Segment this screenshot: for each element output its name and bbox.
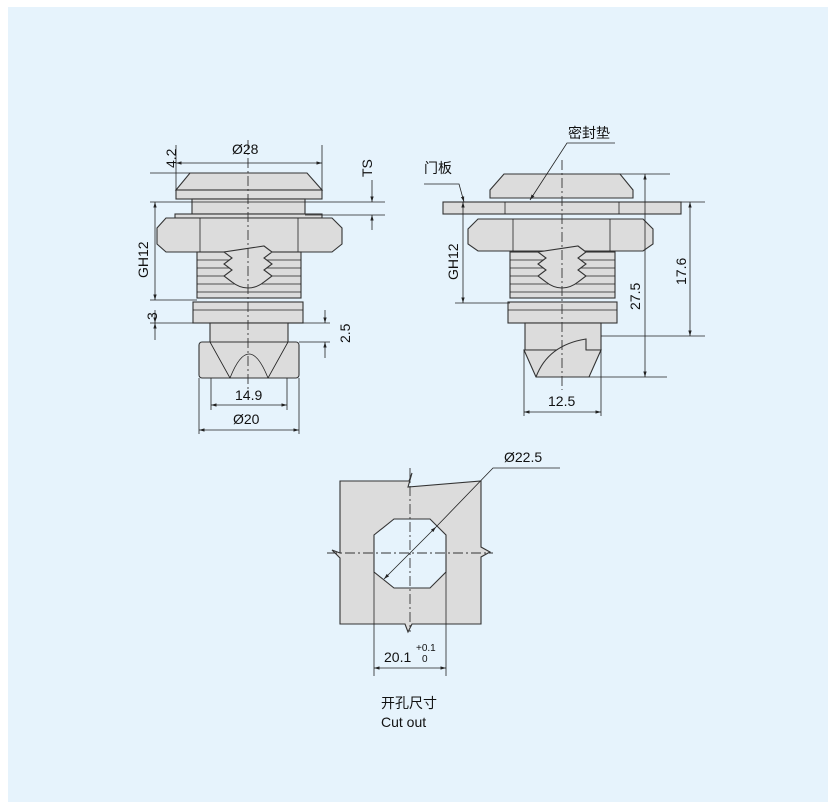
lock-front-view: Ø28 4.2 TS GH12 3 2.5 14.9 Ø20 <box>135 140 385 434</box>
dim-ts: TS <box>359 159 375 177</box>
dim-length: 17.6 <box>673 258 689 285</box>
dim-cap-height: 4.2 <box>163 148 179 168</box>
tolerance-lower: 0 <box>422 654 428 665</box>
dim-cutout-width: 20.1 <box>384 649 411 665</box>
dim-cam-inner: 14.9 <box>235 387 262 403</box>
tolerance-upper: +0.1 <box>416 643 436 654</box>
cutout-view: Ø22.5 20.1 +0.1 0 开孔尺寸 Cut out <box>327 449 560 730</box>
label-door-panel: 门板 <box>424 160 452 176</box>
dim-cam-outer: Ø20 <box>233 411 260 427</box>
dim-top-diameter: Ø28 <box>232 141 259 157</box>
dim-washer: 3 <box>144 312 160 320</box>
caption-cn: 开孔尺寸 <box>381 695 437 711</box>
dim-cutout-diameter: Ø22.5 <box>504 449 542 465</box>
dim-total: 27.5 <box>627 283 643 310</box>
dim-gap: 2.5 <box>337 323 353 343</box>
lock-side-view: 密封垫 门板 GH12 27.5 17.6 12.5 <box>424 125 705 416</box>
dim-gh-right: GH12 <box>445 243 461 280</box>
dim-cam-width: 12.5 <box>548 393 575 409</box>
label-gasket: 密封垫 <box>568 125 610 141</box>
caption-en: Cut out <box>381 714 426 730</box>
dim-gh: GH12 <box>135 241 151 278</box>
